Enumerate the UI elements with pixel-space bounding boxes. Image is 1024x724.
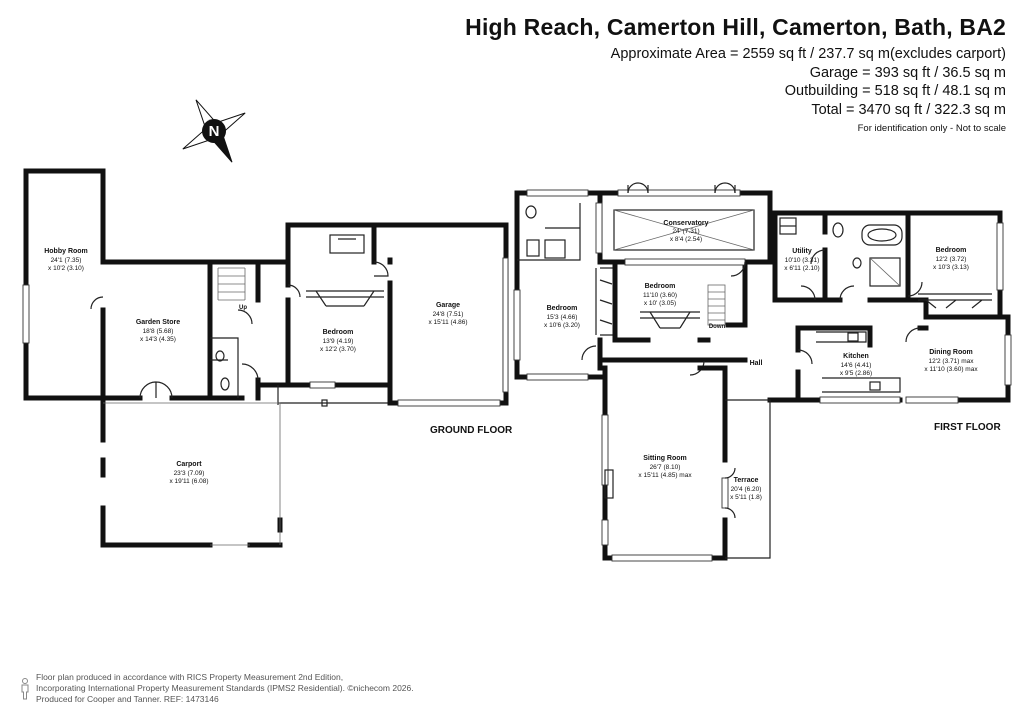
utility-label: Utility bbox=[792, 248, 812, 255]
hobby-room-label: Hobby Room bbox=[44, 248, 88, 255]
footer-line-1: Floor plan produced in accordance with R… bbox=[36, 672, 344, 682]
sitting-room-label: Sitting Room bbox=[643, 455, 687, 462]
first-bedroom-2-dim1: 11'10 (3.60) bbox=[643, 292, 677, 299]
hall-label: Hall bbox=[750, 360, 763, 367]
carport-dim1: 23'3 (7.09) bbox=[174, 470, 205, 477]
ground-floor-plan bbox=[22, 168, 509, 548]
stairs-up-label: Up bbox=[239, 305, 247, 311]
first-bedroom-3-dim1: 12'2 (3.72) bbox=[936, 256, 967, 263]
terrace-label: Terrace bbox=[734, 477, 759, 484]
carport-dim2: x 19'11 (6.08) bbox=[169, 478, 208, 485]
footer-line-3: Produced for Cooper and Tanner. REF: 147… bbox=[36, 694, 219, 704]
garden-store-dim1: 18'8 (5.68) bbox=[143, 328, 174, 335]
garden-store-dim2: x 14'3 (4.35) bbox=[140, 336, 176, 343]
disclaimer-note: For identification only - Not to scale bbox=[857, 123, 1006, 134]
compass-icon: N bbox=[182, 99, 246, 163]
person-scale-icon bbox=[21, 678, 29, 700]
sitting-terrace-plan bbox=[601, 365, 771, 562]
first-bedroom-2-dim2: x 10' (3.05) bbox=[644, 300, 676, 307]
garage-dim1: 24'8 (7.51) bbox=[433, 311, 464, 318]
first-bedroom-3-dim2: x 10'3 (3.13) bbox=[933, 264, 969, 271]
dining-room-dim1: 12'2 (3.71) max bbox=[929, 358, 975, 365]
carport-label: Carport bbox=[176, 461, 202, 468]
first-floor-label: FIRST FLOOR bbox=[934, 422, 1001, 433]
header: High Reach, Camerton Hill, Camerton, Bat… bbox=[465, 14, 1006, 134]
ground-bedroom-label: Bedroom bbox=[323, 329, 354, 336]
sitting-room-dim1: 26'7 (8.10) bbox=[650, 464, 681, 471]
first-bedroom-1-dim1: 15'3 (4.66) bbox=[547, 314, 578, 321]
footer: Floor plan produced in accordance with R… bbox=[36, 672, 414, 705]
first-bedroom-3-label: Bedroom bbox=[936, 247, 967, 254]
terrace-dim1: 20'4 (6.20) bbox=[731, 486, 762, 493]
terrace-dim2: x 5'11 (1.8) bbox=[730, 494, 762, 501]
first-bedroom-1-label: Bedroom bbox=[547, 305, 578, 312]
kitchen-label: Kitchen bbox=[843, 353, 869, 360]
kitchen-dim2: x 9'5 (2.86) bbox=[840, 370, 872, 377]
utility-dim2: x 6'11 (2.10) bbox=[784, 265, 819, 272]
sitting-room-dim2: x 15'11 (4.85) max bbox=[638, 472, 692, 479]
ground-floor-label: GROUND FLOOR bbox=[430, 425, 513, 436]
first-floor-plan bbox=[513, 182, 1012, 404]
conservatory-dim1: 24' (7.31) bbox=[672, 228, 699, 235]
property-title: High Reach, Camerton Hill, Camerton, Bat… bbox=[465, 14, 1006, 40]
conservatory-dim2: x 8'4 (2.54) bbox=[670, 236, 702, 243]
conservatory-label: Conservatory bbox=[663, 220, 708, 227]
garage-dim2: x 15'11 (4.86) bbox=[428, 319, 467, 326]
first-bedroom-2-label: Bedroom bbox=[645, 283, 676, 290]
dining-room-label: Dining Room bbox=[929, 349, 973, 356]
hobby-room-dim2: x 10'2 (3.10) bbox=[48, 265, 84, 272]
dining-room-dim2: x 11'10 (3.60) max bbox=[924, 366, 978, 373]
hobby-room-dim1: 24'1 (7.35) bbox=[51, 257, 82, 264]
ground-bedroom-dim2: x 12'2 (3.70) bbox=[320, 346, 356, 353]
approximate-area: Approximate Area = 2559 sq ft / 237.7 sq… bbox=[610, 46, 1006, 62]
utility-dim1: 10'10 (3.31) bbox=[785, 257, 820, 264]
outbuilding-area: Outbuilding = 518 sq ft / 48.1 sq m bbox=[784, 83, 1006, 99]
garden-store-label: Garden Store bbox=[136, 319, 180, 326]
kitchen-dim1: 14'6 (4.41) bbox=[841, 362, 872, 369]
stairs-down-label: Down bbox=[709, 324, 726, 330]
garage-area: Garage = 393 sq ft / 36.5 sq m bbox=[809, 64, 1006, 81]
ground-bedroom-dim1: 13'9 (4.19) bbox=[323, 338, 354, 345]
footer-line-2: Incorporating International Property Mea… bbox=[36, 683, 414, 693]
total-area: Total = 3470 sq ft / 322.3 sq m bbox=[811, 101, 1006, 118]
first-bedroom-1-dim2: x 10'6 (3.20) bbox=[544, 322, 580, 329]
garage-label: Garage bbox=[436, 302, 460, 309]
compass-letter: N bbox=[209, 123, 220, 140]
